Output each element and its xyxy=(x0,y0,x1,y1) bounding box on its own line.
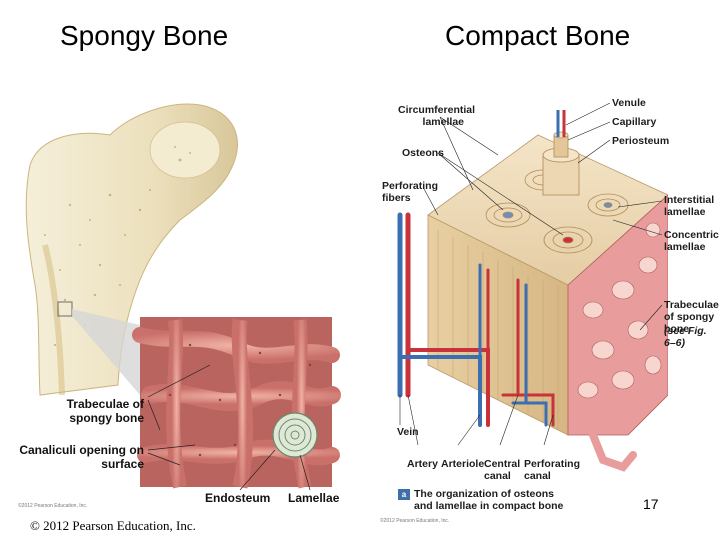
label-circumferential-lamellae: Circumferential lamellae xyxy=(398,104,476,128)
label-artery: Artery xyxy=(407,458,438,470)
label-trabeculae-spongy: Trabeculae of spongy bone xyxy=(66,397,144,425)
spongy-leader-lines xyxy=(147,364,311,491)
label-endosteum: Endosteum xyxy=(205,491,271,505)
blood-vessels xyxy=(397,212,555,427)
compact-figure-credit: ©2012 Pearson Education, Inc. xyxy=(380,518,450,524)
lamellae-stripes xyxy=(437,230,559,430)
osteon-rings xyxy=(485,169,629,254)
label-trabeculae-compact: Trabeculae of spongy bone xyxy=(664,299,719,335)
spongy-bone-illustration xyxy=(25,103,341,491)
slide-number: 17 xyxy=(643,496,659,512)
label-perforating-fibers: Perforating fibers xyxy=(382,180,439,204)
label-see-fig: (see Fig. 6–6) xyxy=(664,325,707,349)
label-osteons: Osteons xyxy=(402,147,445,159)
figure-badge: a xyxy=(398,489,410,500)
compact-bone-title: Compact Bone xyxy=(445,20,631,51)
label-vein: Vein xyxy=(397,426,419,438)
magnified-trabeculae xyxy=(132,317,341,489)
figure-caption: The organization of osteons and lamellae… xyxy=(414,488,564,512)
label-venule: Venule xyxy=(612,97,646,109)
label-arteriole: Arteriole xyxy=(441,458,485,470)
label-capillary: Capillary xyxy=(612,116,657,128)
label-lamellae: Lamellae xyxy=(288,491,340,505)
copyright-notice: © 2012 Pearson Education, Inc. xyxy=(30,518,196,533)
label-perforating-canal: Perforating canal xyxy=(524,458,581,482)
label-concentric-lamellae: Concentric lamellae xyxy=(664,229,719,253)
spongy-figure-credit: ©2012 Pearson Education, Inc. xyxy=(18,503,88,509)
lamellae-inset xyxy=(272,412,318,458)
label-canaliculi: Canaliculi opening on surface xyxy=(19,443,144,471)
compact-leader-lines xyxy=(399,102,663,446)
spongy-bone-title: Spongy Bone xyxy=(60,20,229,51)
magnify-cone xyxy=(72,309,140,395)
label-central-canal: Central canal xyxy=(484,458,521,482)
spongy-bone-region xyxy=(567,194,668,472)
compact-bone-illustration xyxy=(397,102,668,472)
label-periosteum: Periosteum xyxy=(612,135,670,147)
label-interstitial-lamellae: Interstitial lamellae xyxy=(664,194,715,218)
raised-osteon xyxy=(542,110,580,196)
